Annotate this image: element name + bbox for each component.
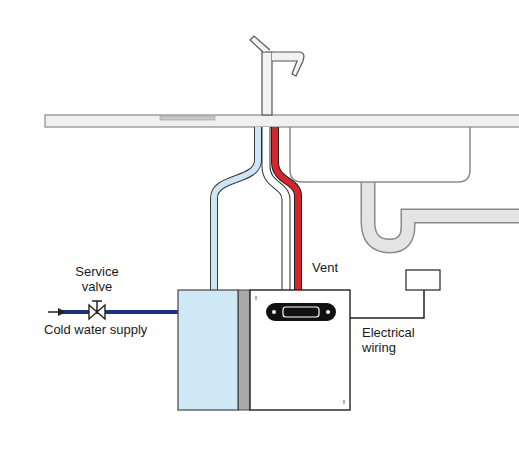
countertop-slot — [160, 116, 215, 120]
valve-handle — [92, 300, 102, 302]
display-button — [272, 310, 276, 314]
part-label: Vent — [312, 260, 352, 275]
faucet-lever — [250, 36, 270, 52]
part-label: Cold water supply — [44, 322, 174, 337]
heater-unit — [250, 290, 350, 410]
countertop — [45, 115, 519, 127]
faucet-spout — [272, 52, 304, 76]
drain-pipe-outline — [368, 180, 519, 246]
hot-pipe-outline — [275, 127, 298, 292]
filtered-pipe — [214, 127, 258, 292]
drain-pipe — [368, 180, 519, 246]
faucet-body — [262, 52, 272, 115]
screw — [256, 296, 257, 300]
hot-pipe — [275, 127, 298, 292]
filtered-pipe-outline — [214, 127, 258, 292]
valve-stem — [96, 301, 98, 312]
sink-bowl — [290, 127, 470, 182]
screw — [344, 400, 345, 404]
flow-arrow-head — [58, 308, 66, 316]
supply-pipe — [62, 310, 180, 314]
power-outlet — [406, 270, 440, 290]
valve-symbol — [89, 305, 105, 319]
filter-side — [238, 290, 250, 410]
part-label: Electrical wiring — [362, 325, 438, 355]
electrical-cable — [350, 290, 424, 318]
filter-unit — [178, 290, 238, 410]
heater-display — [266, 303, 336, 321]
display-window — [283, 307, 319, 317]
part-label: Service valve — [60, 264, 134, 294]
display-button — [326, 310, 330, 314]
